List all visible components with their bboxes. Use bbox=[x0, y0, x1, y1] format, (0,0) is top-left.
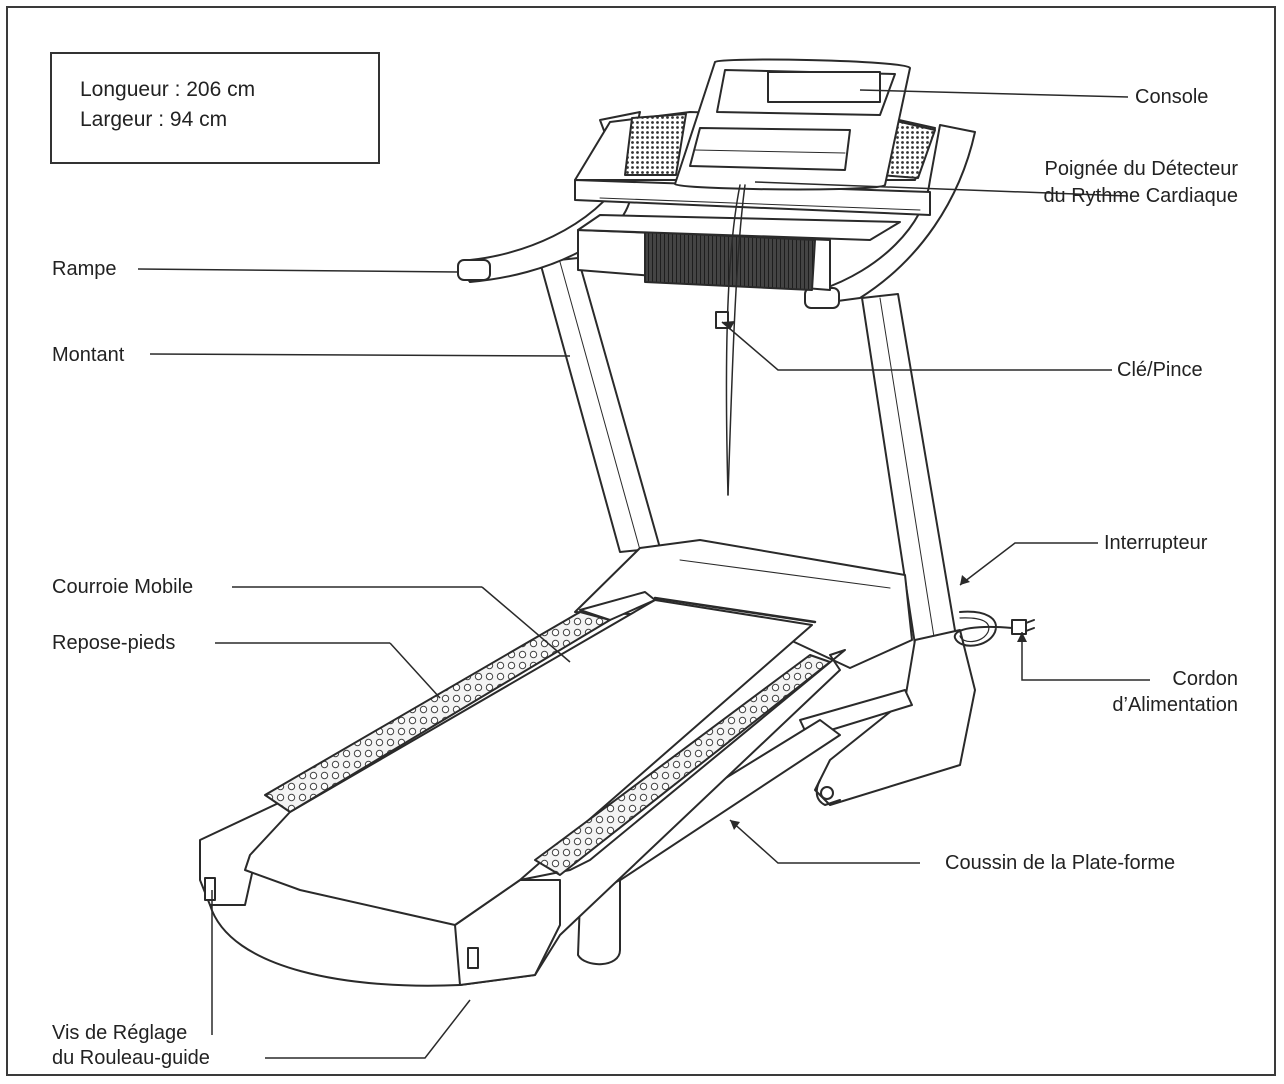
length-text: Longueur : 206 cm bbox=[80, 78, 256, 101]
console-panel bbox=[674, 58, 911, 191]
width-text: Largeur : 94 cm bbox=[80, 108, 228, 131]
label-cordon-line2: d’Alimentation bbox=[1112, 694, 1238, 716]
label-pulse-line2: du Rythme Cardiaque bbox=[1043, 185, 1238, 207]
handrail-right bbox=[804, 124, 976, 309]
label-repose-pieds: Repose-pieds bbox=[52, 632, 176, 654]
dimensions-box: Longueur : 206 cm Largeur : 94 cm bbox=[50, 52, 380, 164]
walking-belt bbox=[244, 599, 813, 926]
label-montant: Montant bbox=[52, 344, 125, 366]
label-courroie: Courroie Mobile bbox=[52, 576, 194, 598]
label-vis-line1: Vis de Réglage bbox=[52, 1022, 188, 1044]
power-cord bbox=[953, 610, 1035, 647]
arrowheads bbox=[722, 321, 1027, 830]
label-cle-pince: Clé/Pince bbox=[1117, 359, 1203, 381]
label-coussin: Coussin de la Plate-forme bbox=[945, 852, 1176, 874]
label-console: Console bbox=[1135, 86, 1209, 108]
label-pulse-line1: Poignée du Détecteur bbox=[1044, 158, 1238, 180]
deck-frame bbox=[199, 539, 913, 987]
label-rampe: Rampe bbox=[52, 258, 117, 280]
label-interrupteur: Interrupteur bbox=[1104, 532, 1208, 554]
upright-left bbox=[539, 257, 661, 553]
leader-lines bbox=[137, 89, 1150, 1059]
foot-rail-right bbox=[534, 654, 831, 876]
label-vis-line2: du Rouleau-guide bbox=[52, 1047, 210, 1069]
label-cordon-line1: Cordon bbox=[1172, 668, 1238, 690]
